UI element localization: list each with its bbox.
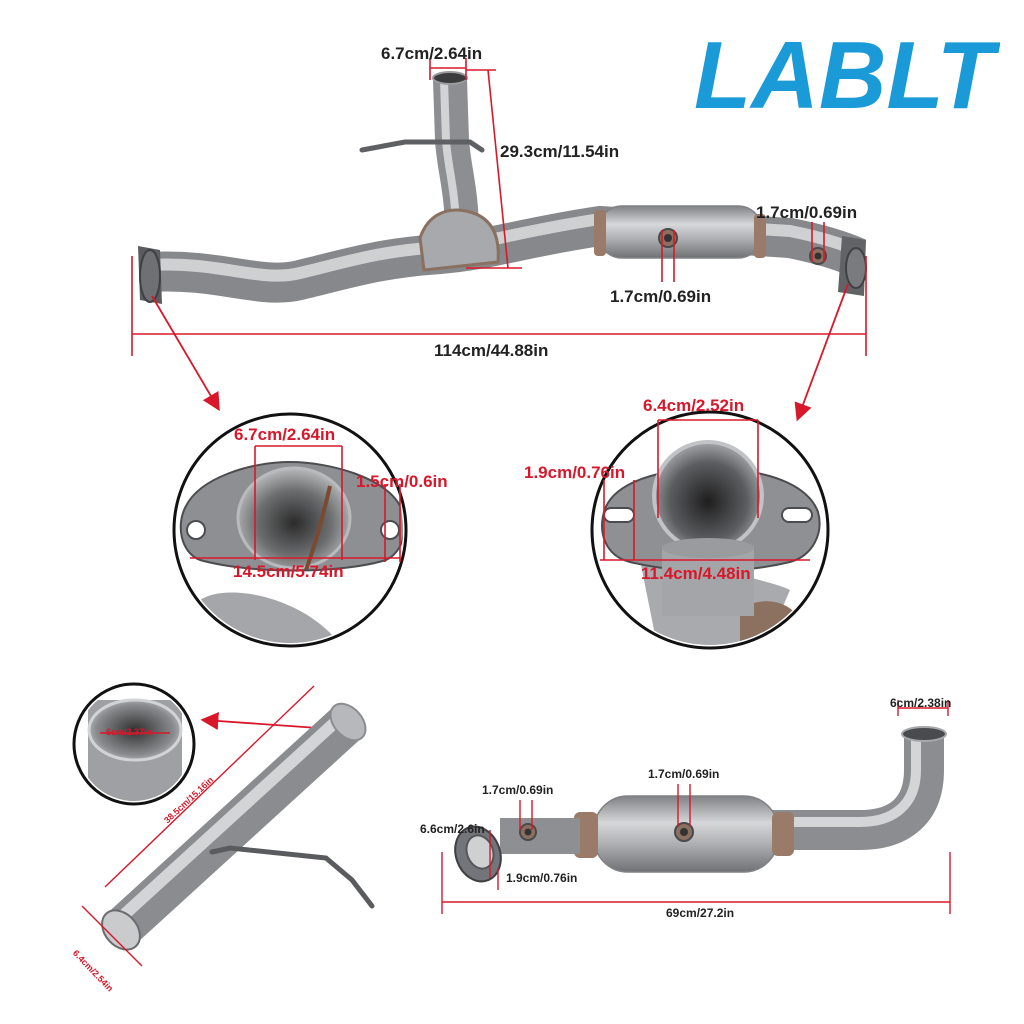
dim-right-inner-diameter: 6.4cm/2.52in (643, 396, 745, 415)
main-right-flange (838, 236, 867, 296)
upper-branch-opening (432, 71, 468, 85)
leader-arrow-pipe-end (200, 712, 319, 730)
straight-pipe-end-bore (87, 698, 183, 762)
dim-overall-length: 114cm/44.88in (434, 341, 549, 360)
right-flange-detail (590, 410, 830, 650)
dim-converter-sensor-left: 1.7cm/0.69in (482, 783, 554, 797)
main-y-pipe-assembly (131, 58, 867, 422)
converter-bend-pipe (770, 736, 944, 850)
straight-pipe-bracket (209, 845, 375, 909)
dim-converter-length: 69cm/27.2in (666, 906, 735, 920)
dim-left-bolt-hole: 1.5cm/0.6in (356, 472, 448, 491)
main-dimension-lines (131, 58, 867, 356)
left-flange-detail (172, 412, 408, 648)
straight-pipe-section (72, 682, 375, 967)
left-flange-bore (236, 466, 352, 570)
dim-sensor-port-right: 1.7cm/0.69in (756, 203, 858, 222)
dim-right-bolt-hole: 1.9cm/0.76in (524, 463, 626, 482)
dim-branch-height: 29.3cm/11.54in (500, 142, 620, 161)
straight-pipe-body (105, 706, 363, 946)
dim-left-flange-width: 14.5cm/5.74in (233, 562, 344, 581)
brand-logo: LABLT (694, 22, 1000, 122)
converter-section (441, 700, 951, 914)
dim-converter-sensor-center: 1.7cm/0.69in (648, 767, 720, 781)
main-catalytic-converter (594, 205, 766, 259)
leader-arrow-right (794, 283, 849, 422)
dim-top-pipe-diameter: 6.7cm/2.64in (381, 44, 483, 63)
dim-converter-flange-diameter: 6.6cm/2.6in (420, 822, 485, 836)
dim-right-flange-width: 11.4cm/4.48in (641, 564, 751, 583)
dim-converter-flange-hole: 1.9cm/0.76in (506, 871, 578, 885)
right-flange-bore (652, 440, 764, 552)
leader-arrow-left (151, 295, 220, 412)
brand-logo-text: LABLT (694, 22, 1000, 122)
right-bolt-slot-right (781, 507, 813, 523)
main-left-flange (138, 246, 162, 304)
right-bolt-slot-left (603, 507, 635, 523)
left-bolt-hole-left (186, 520, 206, 540)
y-junction (418, 208, 500, 272)
dim-straight-pipe-end-diameter: 6cm/2.37in (106, 727, 153, 737)
dim-sensor-port-center: 1.7cm/0.69in (610, 287, 712, 306)
dim-left-inner-diameter: 6.7cm/2.64in (234, 425, 336, 444)
hanger-bracket (359, 139, 485, 153)
dim-converter-outlet-diameter: 6cm/2.38in (890, 696, 952, 710)
left-bolt-hole-right (380, 520, 400, 540)
